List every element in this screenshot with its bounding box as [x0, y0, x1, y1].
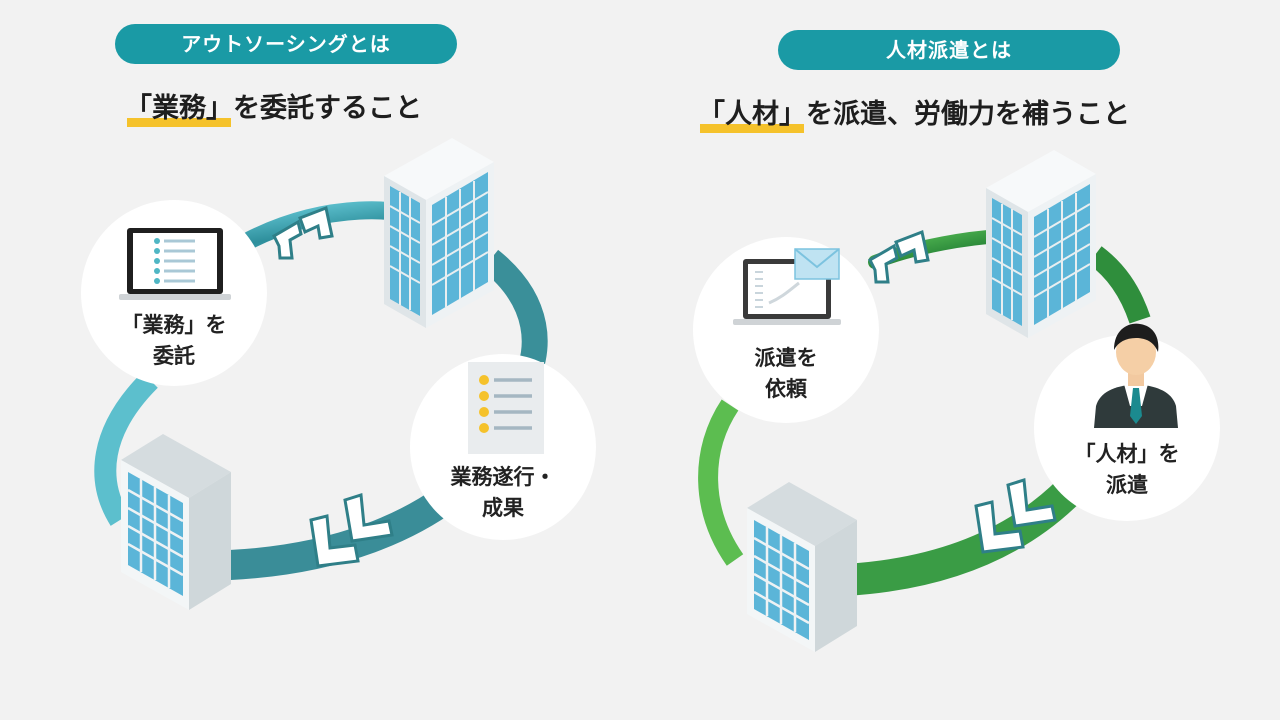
outsourcing-headline-rest: を委託すること: [233, 93, 422, 124]
dispatch-step-request: 派遣を 依頼: [693, 237, 879, 423]
dispatch-client-building-icon: [986, 150, 1096, 338]
outsourcing-arrow-down-icon: [309, 493, 394, 568]
outsourcing-step-result: 業務遂行・ 成果: [410, 354, 596, 540]
outsourcing-panel: アウトソーシングとは 「業務」を委託すること: [81, 24, 596, 610]
dispatch-step-request-label: 派遣を 依頼: [754, 346, 818, 401]
outsourcing-client-building-icon: [384, 138, 494, 328]
laptop-checklist-icon: [119, 228, 231, 300]
staff-person-icon: [1094, 323, 1178, 428]
outsourcing-headline-highlight: 「業務」: [125, 86, 233, 127]
outsourcing-vendor-building-icon: [121, 434, 231, 610]
dispatch-headline-rest: を派遣、労働力を補うこと: [806, 99, 1130, 130]
dispatch-agency-building-icon: [747, 482, 857, 652]
dispatch-cycle-diagram: [698, 150, 1151, 652]
dispatch-arrow-up-icon: [868, 229, 930, 284]
dispatch-headline: 「人材」を派遣、労働力を補うこと: [698, 92, 1130, 133]
dispatch-arrow-down-icon: [974, 478, 1057, 554]
laptop-mail-icon: [733, 248, 841, 325]
outsourcing-headline: 「業務」を委託すること: [125, 86, 422, 127]
document-checklist-icon: [468, 362, 544, 454]
outsourcing-badge: アウトソーシングとは: [115, 24, 457, 64]
dispatch-badge: 人材派遣とは: [778, 30, 1120, 70]
dispatch-headline-highlight: 「人材」: [698, 92, 806, 133]
dispatch-step-staff-label: 「人材」を 派遣: [1074, 442, 1180, 497]
outsourcing-step-result-label: 業務遂行・ 成果: [450, 465, 556, 520]
outsourcing-step-request-label: 「業務」を 委託: [121, 313, 227, 368]
outsourcing-cycle-diagram: [94, 138, 548, 610]
outsourcing-arrow-up-icon: [272, 205, 334, 260]
dispatch-panel: 人材派遣とは 「人材」を派遣、労働力を補うこと: [640, 0, 1280, 720]
outsourcing-step-request: 「業務」を 委託: [81, 200, 267, 386]
